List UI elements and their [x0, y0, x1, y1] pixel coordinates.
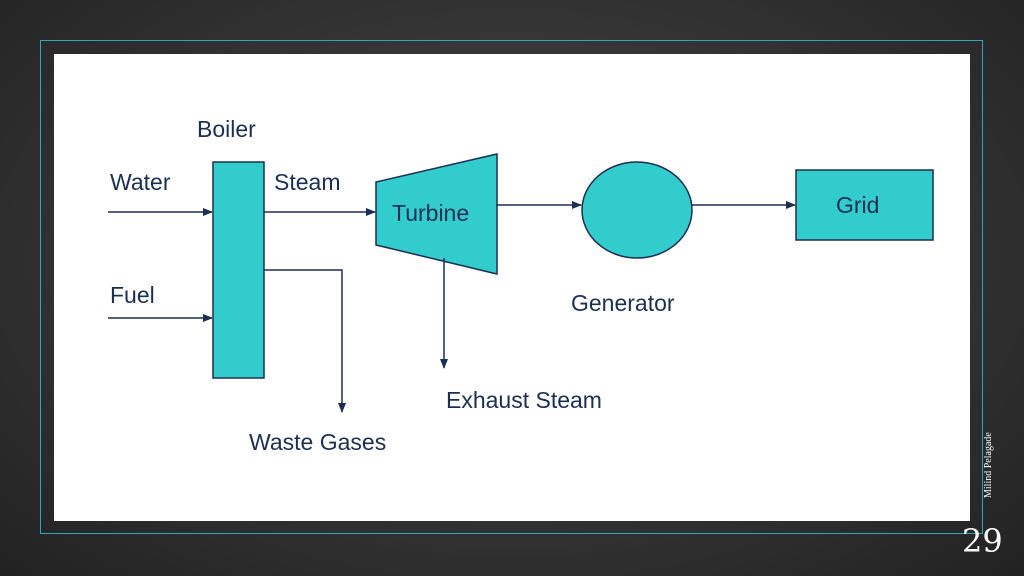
diagram-canvas [54, 54, 970, 521]
waste-gases-arrow [264, 269, 346, 413]
turbine-label: Turbine [392, 200, 469, 226]
author-credit: Milind Pelagade [983, 432, 994, 498]
grid-label: Grid [836, 192, 879, 218]
grid-shape [795, 169, 934, 241]
boiler-label: Boiler [197, 116, 256, 142]
steam-label: Steam [274, 169, 340, 195]
turbine-shape [375, 153, 498, 275]
waste-gases-label: Waste Gases [249, 429, 386, 455]
water-label: Water [110, 169, 171, 195]
generator-shape [581, 161, 693, 259]
generator-label: Generator [571, 290, 675, 316]
fuel-label: Fuel [110, 282, 155, 308]
page-number: 29 [962, 522, 1003, 560]
boiler-shape [212, 161, 265, 379]
exhaust-steam-label: Exhaust Steam [446, 387, 602, 413]
slide-frame [40, 40, 983, 534]
